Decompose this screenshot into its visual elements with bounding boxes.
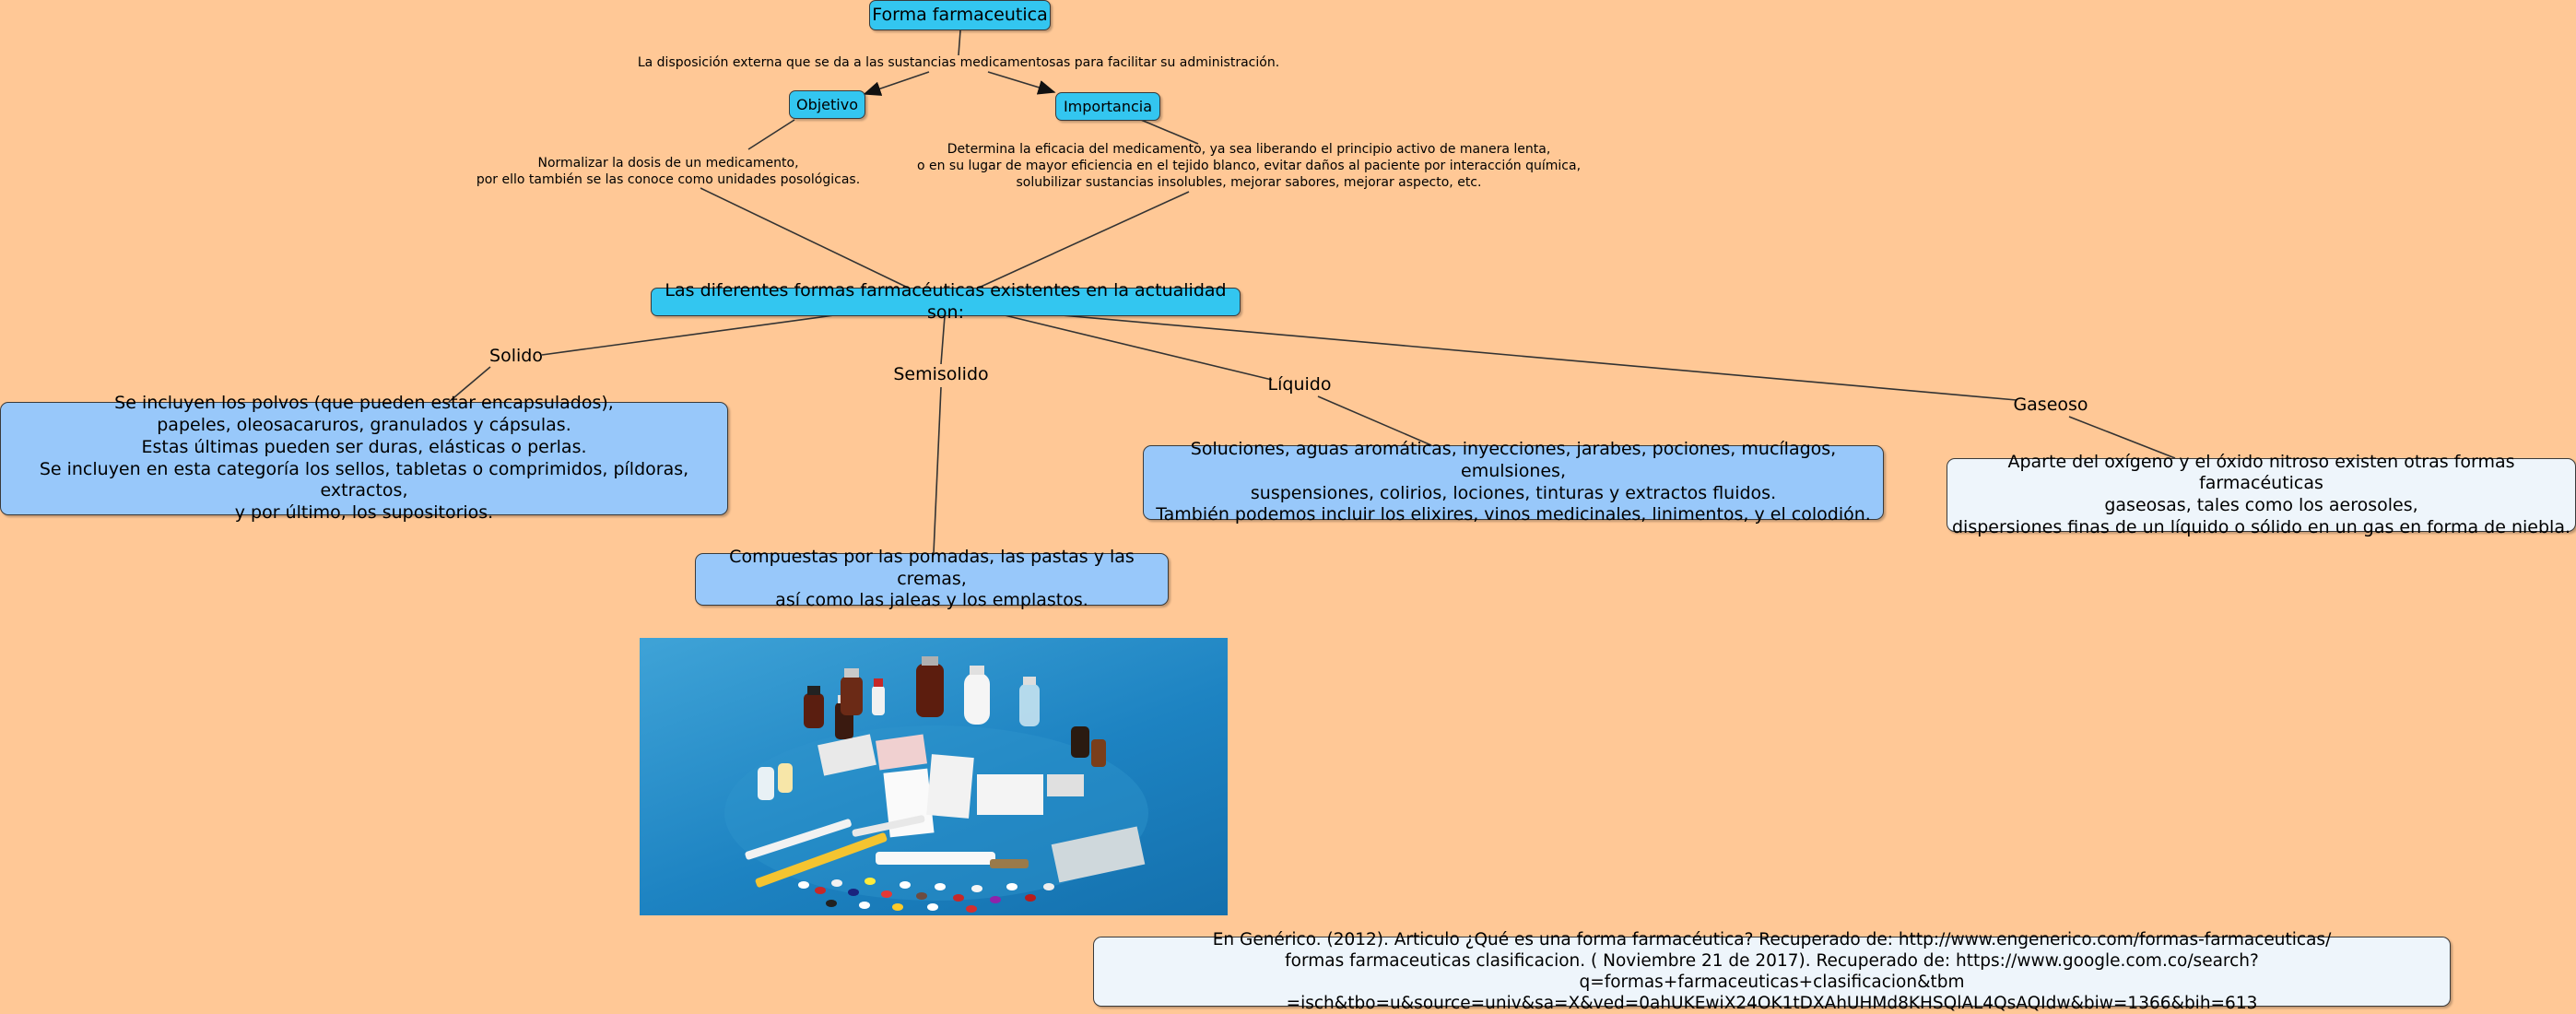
link-importancia-central: [978, 191, 1190, 289]
importancia-text: Determina la eficacia del medicamento, y…: [916, 142, 1582, 191]
link-importancia-text: [1140, 119, 1199, 145]
reference-box[interactable]: En Genérico. (2012). Articulo ¿Qué es un…: [1093, 930, 2451, 1013]
link-objetivo-central: [700, 187, 909, 289]
liquido-box[interactable]: Soluciones, aguas aromáticas, inyeccione…: [1143, 439, 1884, 525]
link-central-gaseoso: [1041, 312, 2017, 401]
importancia-concept[interactable]: Importancia: [1055, 92, 1160, 121]
gaseoso-label: Gaseoso: [2013, 395, 2088, 415]
definition-text: La disposición externa que se da a las s…: [637, 55, 1280, 70]
link-central-semisolido: [940, 315, 946, 365]
link-solido-box: [448, 366, 491, 403]
medicines-illustration: [724, 656, 1148, 913]
link-central-solido: [541, 314, 835, 356]
link-central-liquido: [1004, 314, 1273, 381]
link-objetivo-text: [747, 119, 795, 150]
solido-box[interactable]: Se incluyen los polvos (que pueden estar…: [0, 393, 728, 523]
link-semisolido-box: [933, 386, 942, 554]
link-definition-importancia: [987, 71, 1056, 95]
objetivo-text: Normalizar la dosis de un medicamento, p…: [476, 156, 861, 188]
gaseoso-box[interactable]: Aparte del oxígeno y el óxido nitroso ex…: [1947, 452, 2576, 537]
link-liquido-box: [1317, 395, 1432, 446]
link-gaseoso-box: [2068, 416, 2176, 459]
link-definition-objetivo: [863, 71, 930, 96]
objetivo-concept[interactable]: Objetivo: [789, 90, 865, 119]
pharmaceutical-forms-photo: [640, 638, 1228, 915]
semisolido-box[interactable]: Compuestas por las pomadas, las pastas y…: [695, 547, 1169, 610]
central-concept[interactable]: Las diferentes formas farmacéuticas exis…: [651, 280, 1241, 323]
liquido-label: Líquido: [1267, 374, 1332, 395]
link-root-definition: [958, 29, 961, 56]
root-concept[interactable]: Forma farmaceutica: [869, 0, 1051, 30]
solido-label: Solido: [489, 346, 543, 366]
semisolido-label: Semisolido: [893, 364, 989, 384]
